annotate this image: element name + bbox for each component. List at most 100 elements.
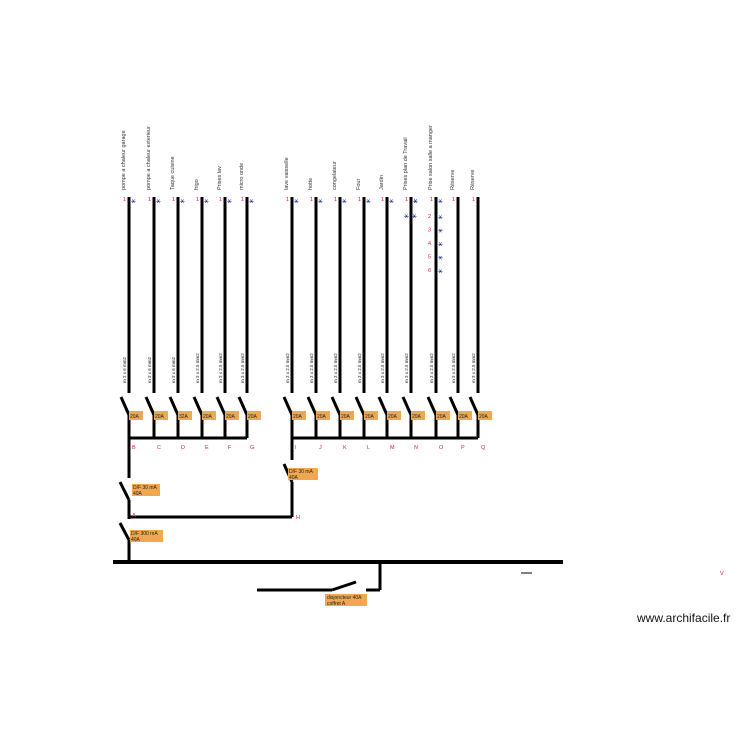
breaker-rating: 20A bbox=[226, 414, 236, 420]
diff-left-label-box bbox=[132, 484, 160, 496]
breaker-rating-box bbox=[364, 411, 378, 420]
circuit-letter: G bbox=[250, 445, 254, 451]
breaker-rating: 20A bbox=[130, 414, 140, 420]
circuit-letter: E bbox=[205, 445, 209, 451]
breaker-rating-box bbox=[202, 411, 216, 420]
socket-icon: ⚹ bbox=[438, 253, 443, 262]
breaker-switch bbox=[448, 396, 460, 416]
website-watermark: www.archifacile.fr bbox=[637, 611, 731, 625]
cable-annotation: m 3 x 2.5 mm2 bbox=[309, 353, 314, 383]
circuit-index: 1 bbox=[334, 197, 337, 203]
socket-icon: ⚹ bbox=[204, 196, 209, 205]
circuit-label: Prise salon salle a manger bbox=[428, 125, 434, 190]
socket-icon: ⚹ bbox=[366, 196, 371, 205]
circuit-letter: Q bbox=[481, 445, 486, 451]
diff-left-rating: 40A bbox=[133, 491, 143, 497]
breaker-switch bbox=[468, 396, 480, 416]
breaker-rating-box bbox=[247, 411, 261, 420]
socket-icon: ⚹ bbox=[438, 196, 443, 205]
cable-annotation: m 3 x 2.5 mm2 bbox=[218, 353, 223, 383]
socket-icon: ⚹ bbox=[342, 196, 347, 205]
circuit-letter: N bbox=[414, 445, 418, 451]
breaker-switch bbox=[237, 396, 249, 416]
circuit-label: micro onde bbox=[239, 163, 245, 190]
breaker-rating-box bbox=[340, 411, 354, 420]
outlet-index: 2 bbox=[428, 214, 431, 220]
circuit-index: 1 bbox=[472, 197, 475, 203]
circuit-label: Prises lav bbox=[217, 166, 223, 190]
socket-icon: ⚹ bbox=[413, 196, 418, 205]
breaker-rating-box bbox=[436, 411, 450, 420]
breaker-switch bbox=[377, 396, 389, 416]
breaker-switch bbox=[401, 396, 413, 416]
cable-annotation: m 3 x 2.5 mm2 bbox=[404, 353, 409, 383]
circuit-letter: B bbox=[132, 445, 136, 451]
circuit-letter: F bbox=[228, 445, 232, 451]
breaker-switch bbox=[282, 396, 294, 416]
cable-annotation: m 3 x 2.5 mm2 bbox=[471, 353, 476, 383]
circuit-label: pompe a chaleur garage bbox=[121, 130, 127, 190]
breaker-rating: 20A bbox=[293, 414, 303, 420]
cable-annotation: m 3 x 2.5 mm2 bbox=[429, 353, 434, 383]
diff-left-switch bbox=[118, 481, 131, 501]
breaker-switch bbox=[215, 396, 227, 416]
circuit-label: frigo bbox=[194, 179, 200, 190]
diff-left-label: D/F 30 mA bbox=[133, 485, 158, 491]
circuit-index: 1 bbox=[310, 197, 313, 203]
circuit-label: lave vaisselle bbox=[284, 157, 290, 190]
breaker-rating-box bbox=[178, 411, 192, 420]
circuit-label: hotte bbox=[308, 178, 314, 190]
breaker-rating: 20A bbox=[388, 414, 398, 420]
circuit-index: 1 bbox=[430, 197, 433, 203]
breaker-rating-box bbox=[478, 411, 492, 420]
breaker-rating: 20A bbox=[365, 414, 375, 420]
breaker-rating: 20A bbox=[459, 414, 469, 420]
breaker-rating-box bbox=[316, 411, 330, 420]
circuit-index: 1 bbox=[172, 197, 175, 203]
circuit-index: 1 bbox=[405, 197, 408, 203]
main-breaker-label-1: disjoncteur 40A bbox=[327, 595, 362, 601]
circuit-index: 1 bbox=[286, 197, 289, 203]
socket-icon: ⚹ bbox=[294, 196, 299, 205]
circuit-label: Réserve bbox=[470, 170, 476, 190]
circuit-letter: O bbox=[439, 445, 444, 451]
breaker-rating: 20A bbox=[479, 414, 489, 420]
breaker-rating: 20A bbox=[203, 414, 213, 420]
circuit-index: 1 bbox=[381, 197, 384, 203]
socket-icon: ⚹ bbox=[438, 266, 443, 275]
circuit-label: Réserve bbox=[450, 170, 456, 190]
socket-icon: ⚹ bbox=[227, 196, 232, 205]
socket-icon: ⚹ bbox=[438, 239, 443, 248]
letter-H: H bbox=[296, 515, 300, 521]
breaker-rating: 20A bbox=[155, 414, 165, 420]
socket-icon: ⚹ bbox=[412, 211, 417, 220]
circuit-letter: I bbox=[295, 445, 297, 451]
diff-right-label: D/F 30 mA bbox=[289, 469, 314, 475]
cable-annotation: m 3 x 6 mm2 bbox=[122, 356, 127, 383]
circuit-label: Jardin bbox=[379, 175, 385, 190]
diff-300-label-box bbox=[130, 530, 163, 542]
cable-annotation: m 3 x 2.5 mm2 bbox=[357, 353, 362, 383]
socket-icon: ⚹ bbox=[438, 212, 443, 221]
circuit-letter: C bbox=[157, 445, 161, 451]
circuit-letter: P bbox=[461, 445, 465, 451]
circuit-label: Prises plan de Travail bbox=[403, 137, 409, 190]
breaker-rating: 20A bbox=[437, 414, 447, 420]
small-mark: V bbox=[720, 571, 724, 577]
breaker-rating: 20A bbox=[412, 414, 422, 420]
breaker-rating-box bbox=[458, 411, 472, 420]
circuit-index: 1 bbox=[219, 197, 222, 203]
circuit-letter: K bbox=[343, 445, 347, 451]
socket-icon: ⚹ bbox=[249, 196, 254, 205]
cable-annotation: m 3 x 2.5 mm2 bbox=[451, 353, 456, 383]
circuit-index: 1 bbox=[148, 197, 151, 203]
diff-300-rating: 40A bbox=[131, 537, 141, 543]
circuit-letter: J bbox=[319, 445, 322, 451]
cable-annotation: m 3 x 2.5 mm2 bbox=[285, 353, 290, 383]
diff-right-rating: 40A bbox=[289, 475, 299, 481]
circuit-label: Taque cuisine bbox=[170, 156, 176, 190]
breaker-switch bbox=[426, 396, 438, 416]
diff-300-switch bbox=[118, 522, 131, 541]
circuit-label: pompe a chaleur exterieur bbox=[146, 126, 152, 190]
